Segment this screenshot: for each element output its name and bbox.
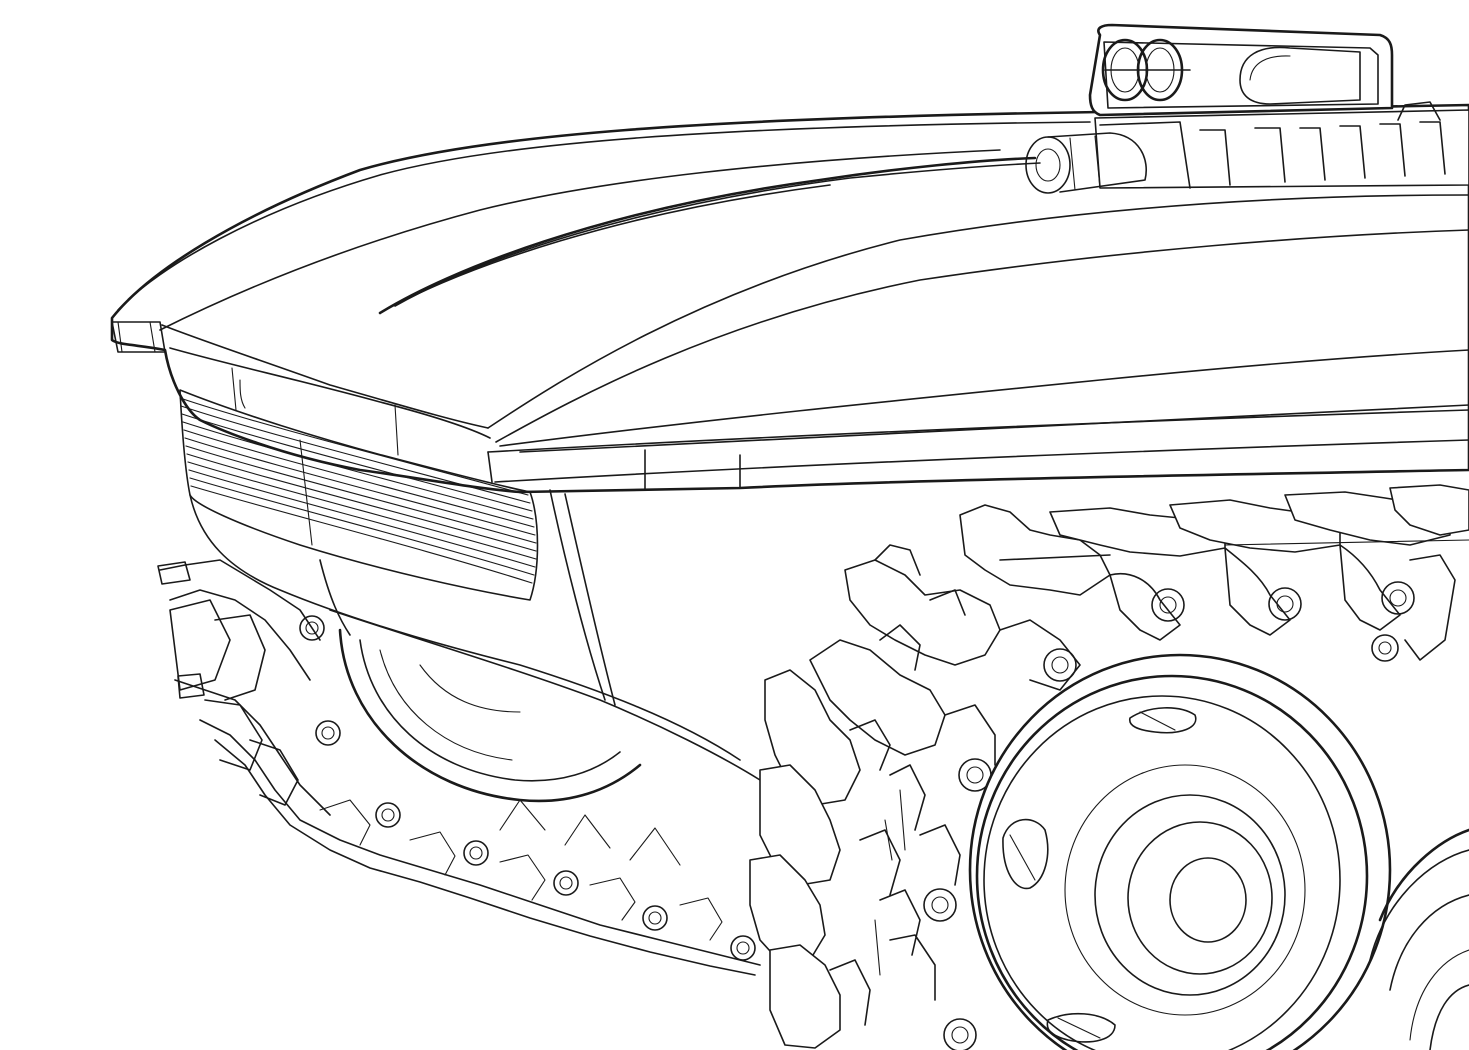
right-upper-track bbox=[959, 484, 1469, 662]
intake-holes bbox=[1101, 38, 1191, 102]
left-track-links bbox=[157, 559, 761, 976]
inner-wheel bbox=[338, 628, 642, 803]
road-wheel bbox=[968, 653, 1392, 1050]
left-track-assembly bbox=[157, 559, 761, 976]
rear-road-wheel bbox=[1369, 828, 1469, 1050]
right-track-assembly bbox=[749, 484, 1469, 1050]
right-front-track bbox=[749, 544, 1081, 1050]
body-shell bbox=[110, 103, 1469, 781]
grille-slats bbox=[179, 397, 537, 584]
supercharger bbox=[1025, 23, 1469, 194]
